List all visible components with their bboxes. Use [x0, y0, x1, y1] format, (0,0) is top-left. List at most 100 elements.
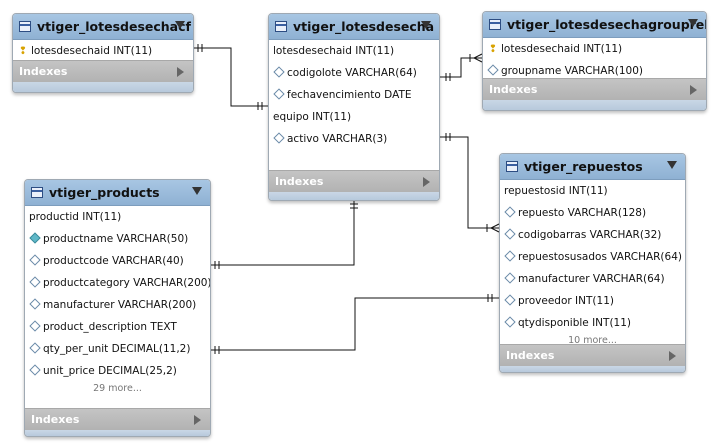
expand-indexes-icon[interactable] [177, 67, 184, 77]
indexes-section[interactable]: Indexes [13, 60, 193, 82]
expand-indexes-icon[interactable] [423, 177, 430, 187]
table-header[interactable]: vtiger_lotesdesechagrouprel [483, 12, 706, 38]
indexes-section[interactable]: Indexes [483, 78, 706, 100]
column-row[interactable]: qty_per_unit DECIMAL(11,2) [25, 338, 210, 360]
table-icon [489, 19, 501, 30]
column-row[interactable]: unit_price DECIMAL(25,2) [25, 360, 210, 382]
column-icon [29, 298, 41, 311]
column-icon [29, 320, 41, 333]
column-label: unit_price DECIMAL(25,2) [43, 365, 177, 377]
column-icon [504, 206, 516, 219]
collapse-arrow-icon[interactable] [667, 161, 677, 169]
column-icon [487, 64, 499, 77]
indexes-section[interactable]: Indexes [269, 170, 439, 192]
column-list: lotesdesechaid INT(11) codigolote VARCHAR… [269, 40, 439, 150]
column-label: productcode VARCHAR(40) [43, 255, 184, 267]
column-label: fechavencimiento DATE [287, 89, 412, 101]
table-footer [13, 82, 193, 92]
column-label: codigobarras VARCHAR(32) [518, 229, 662, 241]
column-icon [504, 272, 516, 285]
column-icon [29, 342, 41, 355]
column-row[interactable]: product_description TEXT [25, 316, 210, 338]
rel-lotes-repuestos [439, 136, 499, 229]
indexes-label: Indexes [31, 413, 80, 426]
table-header[interactable]: vtiger_lotesdesechacf [13, 14, 193, 40]
column-row[interactable]: repuestosid INT(11) [500, 180, 685, 202]
column-row[interactable]: codigolote VARCHAR(64) [269, 62, 439, 84]
table-grouprel[interactable]: vtiger_lotesdesechagrouprel ❢lotesdesecha… [482, 11, 707, 111]
column-row[interactable]: groupname VARCHAR(100) [483, 60, 706, 82]
column-icon [504, 294, 516, 307]
table-header[interactable]: vtiger_products [25, 180, 210, 206]
column-icon [273, 88, 285, 101]
column-label: equipo INT(11) [273, 111, 352, 123]
expand-indexes-icon[interactable] [669, 351, 676, 361]
column-row[interactable]: lotesdesechaid INT(11) [269, 40, 439, 62]
column-list: productid INT(11) productname VARCHAR(50)… [25, 206, 210, 396]
column-row[interactable]: equipo INT(11) [269, 106, 439, 128]
column-label: repuesto VARCHAR(128) [518, 207, 647, 219]
table-title: vtiger_lotesdesechagrouprel [507, 17, 707, 32]
column-icon [29, 276, 41, 289]
table-icon [506, 161, 518, 172]
indexes-label: Indexes [506, 349, 555, 362]
column-row[interactable]: codigobarras VARCHAR(32) [500, 224, 685, 246]
more-columns-label[interactable]: 10 more... [568, 335, 617, 346]
expand-indexes-icon[interactable] [194, 415, 201, 425]
column-list: repuestosid INT(11) repuesto VARCHAR(128)… [500, 180, 685, 348]
column-label: manufacturer VARCHAR(64) [518, 273, 665, 285]
column-label: codigolote VARCHAR(64) [287, 67, 417, 79]
table-footer [500, 366, 685, 372]
collapse-arrow-icon[interactable] [192, 187, 202, 195]
column-icon [29, 364, 41, 377]
table-cf[interactable]: vtiger_lotesdesechacf ❢lotesdesechaid INT… [12, 13, 194, 93]
column-row[interactable]: manufacturer VARCHAR(64) [500, 268, 685, 290]
collapse-arrow-icon[interactable] [421, 21, 431, 29]
column-row[interactable]: manufacturer VARCHAR(200) [25, 294, 210, 316]
column-list: ❢lotesdesechaid INT(11) groupname VARCHAR… [483, 38, 706, 82]
column-label: qtydisponible INT(11) [518, 317, 632, 329]
column-label: lotesdesechaid INT(11) [501, 43, 623, 55]
column-icon [504, 250, 516, 263]
column-row[interactable]: ❢lotesdesechaid INT(11) [483, 38, 706, 60]
column-label: repuestosid INT(11) [504, 185, 608, 197]
column-label: groupname VARCHAR(100) [501, 65, 644, 77]
indexes-section[interactable]: Indexes [25, 408, 210, 430]
column-label: productcategory VARCHAR(200) [43, 277, 211, 289]
table-icon [19, 21, 31, 32]
column-row[interactable]: productcode VARCHAR(40) [25, 250, 210, 272]
column-row[interactable]: qtydisponible INT(11) [500, 312, 685, 334]
column-icon [273, 66, 285, 79]
column-row[interactable]: repuestosusados VARCHAR(64) [500, 246, 685, 268]
column-icon [504, 228, 516, 241]
collapse-arrow-icon[interactable] [688, 19, 698, 27]
table-header[interactable]: vtiger_lotesdesecha [269, 14, 439, 40]
expand-indexes-icon[interactable] [690, 85, 697, 95]
rel-lotes-grouprel [439, 57, 482, 78]
column-row[interactable]: ❢lotesdesechaid INT(11) [13, 40, 193, 62]
table-header[interactable]: vtiger_repuestos [500, 154, 685, 180]
rel-lotes-products [210, 199, 355, 266]
column-label: repuestosusados VARCHAR(64) [518, 251, 682, 263]
table-icon [31, 187, 43, 198]
primary-key-icon: ❢ [488, 44, 498, 55]
table-title: vtiger_lotesdesechacf [37, 19, 191, 34]
column-label: productid INT(11) [29, 211, 122, 223]
column-row[interactable]: fechavencimiento DATE [269, 84, 439, 106]
table-products[interactable]: vtiger_products productid INT(11) productn… [24, 179, 211, 437]
column-row[interactable]: productcategory VARCHAR(200) [25, 272, 210, 294]
indexes-label: Indexes [19, 65, 68, 78]
column-label: productname VARCHAR(50) [43, 233, 189, 245]
column-row[interactable]: productid INT(11) [25, 206, 210, 228]
column-row[interactable]: proveedor INT(11) [500, 290, 685, 312]
column-row[interactable]: activo VARCHAR(3) [269, 128, 439, 150]
more-columns-label[interactable]: 29 more... [93, 383, 142, 394]
column-row[interactable]: productname VARCHAR(50) [25, 228, 210, 250]
column-label: manufacturer VARCHAR(200) [43, 299, 197, 311]
column-row[interactable]: repuesto VARCHAR(128) [500, 202, 685, 224]
collapse-arrow-icon[interactable] [175, 21, 185, 29]
indexes-section[interactable]: Indexes [500, 344, 685, 366]
